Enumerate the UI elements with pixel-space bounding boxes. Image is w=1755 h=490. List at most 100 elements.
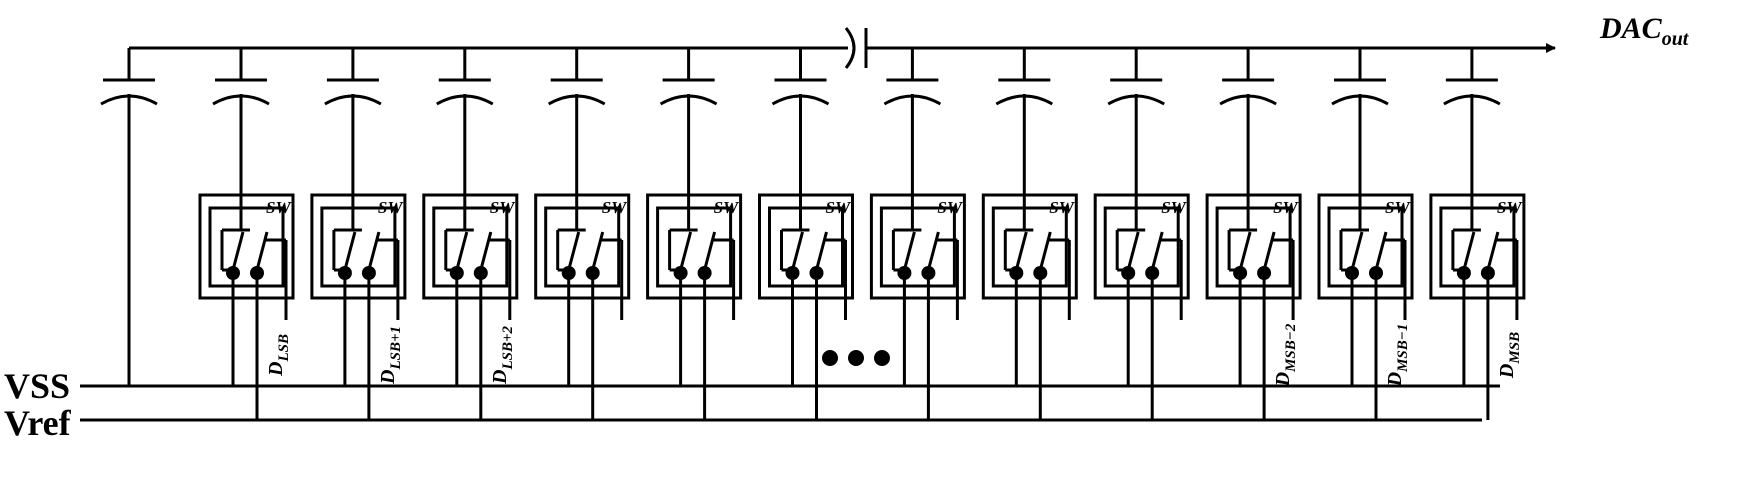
switch-label: SW bbox=[937, 198, 963, 217]
switch-inner-box bbox=[544, 206, 621, 288]
switch-inner-box bbox=[1103, 206, 1180, 288]
switch-cell-3: SW bbox=[534, 48, 631, 420]
switch-label: SW bbox=[1049, 198, 1075, 217]
ellipsis-dot bbox=[822, 350, 838, 366]
switch-outer-box bbox=[1205, 193, 1302, 300]
bit-label-sub: MSB−2 bbox=[1283, 323, 1299, 373]
bit-label-0: DLSB bbox=[265, 334, 292, 377]
switch-cell-8: SW bbox=[1093, 48, 1190, 420]
switch-left-blade bbox=[1462, 231, 1476, 271]
switch-right-blade bbox=[926, 231, 940, 271]
switch-inner-box bbox=[991, 206, 1068, 288]
dac-out-label: DACout bbox=[1599, 12, 1690, 50]
vss-label: VSS bbox=[4, 366, 70, 406]
switch-cell-6: SW bbox=[869, 48, 966, 420]
switch-inner-box bbox=[320, 206, 397, 288]
switch-right-blade bbox=[479, 231, 493, 271]
switch-cell-1: SW DLSB+1 bbox=[310, 48, 407, 420]
ellipsis-dot bbox=[848, 350, 864, 366]
switch-label: SW bbox=[1161, 198, 1187, 217]
switch-right-blade bbox=[703, 231, 717, 271]
ellipsis-dot bbox=[874, 350, 890, 366]
switch-cell-0: SW DLSB bbox=[198, 48, 295, 420]
switch-outer-box bbox=[310, 193, 407, 300]
switch-left-blade bbox=[1238, 231, 1252, 271]
switch-inner-box bbox=[432, 206, 509, 288]
switch-right-blade bbox=[1262, 231, 1276, 271]
switch-outer-box bbox=[1317, 193, 1414, 300]
switch-right-blade bbox=[367, 231, 381, 271]
supply-rails bbox=[80, 384, 1500, 422]
vref-label: Vref bbox=[4, 403, 72, 443]
switch-left-blade bbox=[1014, 231, 1028, 271]
switch-left-blade bbox=[1350, 231, 1364, 271]
top-plate-bus bbox=[129, 27, 1556, 69]
switch-left-blade bbox=[902, 231, 916, 271]
bit-label-11: DMSB bbox=[1496, 332, 1523, 379]
switch-right-blade bbox=[1486, 231, 1500, 271]
switch-cell-4: SW bbox=[646, 48, 743, 420]
switch-left-blade bbox=[455, 231, 469, 271]
switch-outer-box bbox=[1093, 193, 1190, 300]
switch-inner-box bbox=[1215, 206, 1292, 288]
switch-outer-box bbox=[198, 193, 295, 300]
bridge-capacitor-curved-plate bbox=[844, 27, 856, 69]
bit-label-sub: LSB bbox=[276, 334, 292, 363]
bit-label-main: D bbox=[1384, 372, 1406, 387]
switch-right-blade bbox=[1038, 231, 1052, 271]
switch-outer-box bbox=[758, 193, 854, 300]
switch-inner-box bbox=[768, 206, 844, 288]
bit-label-main: D bbox=[1272, 372, 1294, 387]
switch-inner-box bbox=[656, 206, 733, 288]
switch-right-blade bbox=[591, 231, 605, 271]
switch-right-blade bbox=[1374, 231, 1388, 271]
switch-label: SW bbox=[826, 198, 852, 217]
switch-outer-box bbox=[422, 193, 519, 300]
switch-label: SW bbox=[1273, 198, 1299, 217]
bit-label-main: D bbox=[1496, 364, 1518, 379]
bit-label-sub: LSB+2 bbox=[500, 325, 516, 370]
switch-inner-box bbox=[208, 206, 285, 288]
bit-label-10: DMSB−1 bbox=[1384, 324, 1411, 388]
bit-label-main: D bbox=[489, 370, 511, 385]
switch-outer-box bbox=[869, 193, 966, 300]
switch-outer-box bbox=[981, 193, 1078, 300]
switch-cell-7: SW bbox=[981, 48, 1078, 420]
switch-label: SW bbox=[378, 198, 404, 217]
switch-label: SW bbox=[1385, 198, 1411, 217]
switch-right-blade bbox=[815, 231, 828, 271]
bit-label-sub: LSB+1 bbox=[388, 326, 404, 371]
switch-cell-10: SW DMSB−1 bbox=[1317, 48, 1414, 420]
switch-cell-9: SW DMSB−2 bbox=[1205, 48, 1302, 420]
switch-cell-11: SW DMSB bbox=[1429, 48, 1526, 420]
switch-cell-5: SW bbox=[758, 48, 854, 420]
switch-inner-box bbox=[1439, 206, 1516, 288]
bit-label-sub: MSB−1 bbox=[1395, 324, 1411, 373]
switch-label: SW bbox=[266, 198, 292, 217]
switch-left-blade bbox=[1126, 231, 1140, 271]
ellipsis-dots bbox=[822, 350, 890, 366]
bit-label-sub: MSB bbox=[1507, 332, 1523, 365]
switch-left-blade bbox=[231, 231, 245, 271]
switch-outer-box bbox=[534, 193, 631, 300]
switch-left-blade bbox=[343, 231, 357, 271]
switch-left-blade bbox=[791, 231, 804, 271]
bit-label-main: D bbox=[265, 362, 287, 377]
dummy-capacitor bbox=[100, 48, 158, 386]
switch-right-blade bbox=[255, 231, 269, 271]
switch-inner-box bbox=[879, 206, 956, 288]
switch-left-blade bbox=[679, 231, 693, 271]
bit-label-main: D bbox=[377, 370, 399, 385]
switch-outer-box bbox=[646, 193, 743, 300]
switch-left-blade bbox=[567, 231, 581, 271]
bit-label-2: DLSB+2 bbox=[489, 325, 516, 385]
switch-label: SW bbox=[714, 198, 740, 217]
bit-label-1: DLSB+1 bbox=[377, 326, 404, 385]
switch-label: SW bbox=[602, 198, 628, 217]
switch-label: SW bbox=[1497, 198, 1523, 217]
switch-right-blade bbox=[1150, 231, 1164, 271]
switch-outer-box bbox=[1429, 193, 1526, 300]
